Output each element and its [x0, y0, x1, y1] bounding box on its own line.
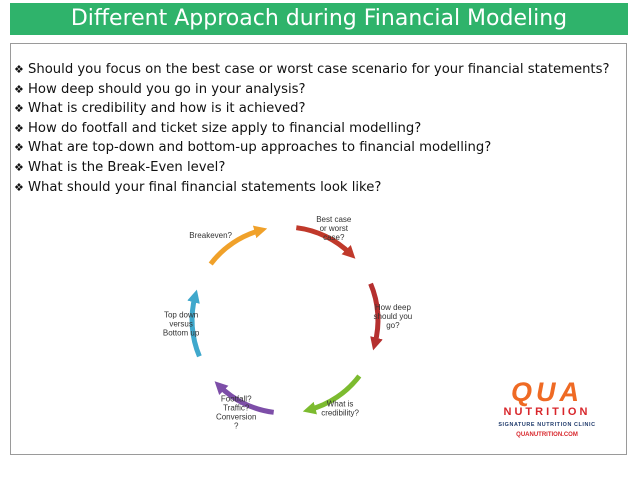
list-item: ❖ What should your final financial statem… [14, 178, 609, 198]
list-item: ❖ How do footfall and ticket size apply t… [14, 119, 609, 139]
cycle-node-line: Bottom up [163, 329, 200, 338]
cycle-node-line: Breakeven? [189, 231, 232, 240]
cycle-node-label: Footfall?Traffic?Conversion? [216, 394, 256, 430]
diamond-bullet-icon: ❖ [14, 102, 24, 116]
content-box [10, 43, 627, 455]
cycle-arrow [295, 225, 356, 259]
cycle-arrow [302, 374, 362, 415]
diamond-bullet-icon: ❖ [14, 180, 24, 194]
cycle-arrow [187, 289, 202, 358]
cycle-node-line: Best case [316, 215, 352, 224]
cycle-node-line: go? [386, 321, 400, 330]
cycle-arrow [368, 282, 383, 351]
cycle-node-line: How deep [375, 303, 412, 312]
page-title: Different Approach during Financial Mode… [70, 6, 568, 31]
question-text: What are top-down and bottom-up approach… [28, 140, 492, 156]
diamond-bullet-icon: ❖ [14, 82, 24, 96]
cycle-node-line: ? [234, 421, 239, 430]
logo-url: QUANUTRITION.COM [516, 432, 578, 438]
diamond-bullet-icon: ❖ [14, 160, 24, 174]
diamond-bullet-icon: ❖ [14, 141, 24, 155]
cycle-node-line: Conversion [216, 412, 256, 421]
cycle-node-line: versus [169, 320, 193, 329]
cycle-node-line: Footfall? [221, 394, 252, 403]
list-item: ❖ Should you focus on the best case or wo… [14, 60, 609, 80]
list-item: ❖ What is credibility and how is it achie… [14, 99, 609, 119]
question-text: How do footfall and ticket size apply to… [28, 120, 422, 136]
logo-brand: QUA [511, 377, 583, 407]
cycle-node-line: Traffic? [223, 403, 250, 412]
qua-nutrition-logo: QUA NUTRITION SIGNATURE NUTRITION CLINIC… [498, 377, 595, 438]
cycle-node-line: case? [323, 233, 345, 242]
diamond-bullet-icon: ❖ [14, 63, 24, 76]
question-list: ❖ Should you focus on the best case or wo… [14, 60, 609, 197]
logo-tagline: SIGNATURE NUTRITION CLINIC [498, 422, 595, 428]
cycle-arrow [208, 225, 268, 266]
list-item: ❖ How deep should you go in your analysis… [14, 80, 609, 100]
cycle-node-line: credibility? [321, 409, 359, 418]
cycle-node-line: What is [327, 400, 354, 409]
question-text: How deep should you go in your analysis? [28, 81, 306, 97]
question-text: What is the Break-Even level? [28, 159, 226, 175]
logo-word: NUTRITION [504, 406, 591, 418]
cycle-node-line: Top down [164, 311, 198, 320]
diamond-bullet-icon: ❖ [14, 121, 24, 135]
question-text: Should you focus on the best case or wor… [28, 62, 610, 77]
title-bar: Different Approach during Financial Mode… [10, 3, 628, 35]
cycle-node-line: or worst [320, 224, 349, 233]
question-text: What is credibility and how is it achiev… [28, 101, 306, 117]
cycle-arrow [214, 381, 275, 415]
cycle-node-line: should you [374, 312, 413, 321]
question-text: What should your final financial stateme… [28, 179, 382, 195]
list-item: ❖ What are top-down and bottom-up approac… [14, 138, 609, 158]
cycle-node-label: Breakeven? [189, 231, 232, 240]
list-item: ❖ What is the Break-Even level? [14, 158, 609, 178]
